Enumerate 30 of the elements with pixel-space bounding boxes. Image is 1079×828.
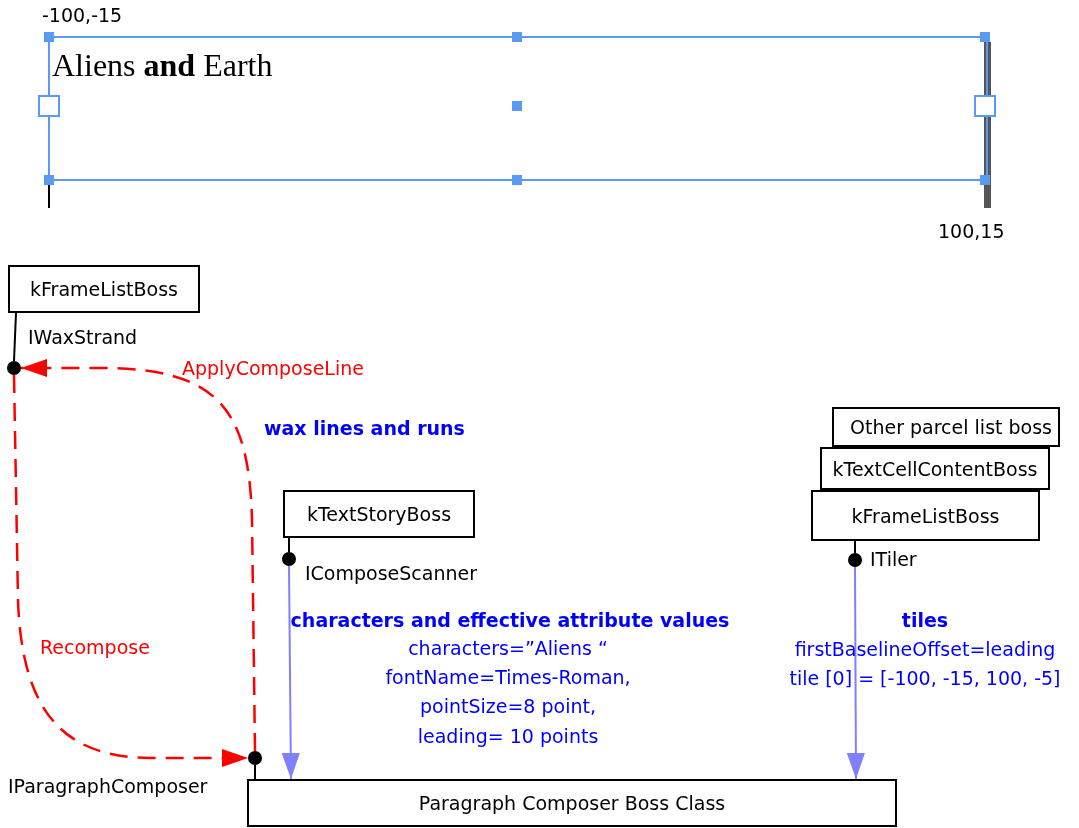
connector-line (288, 537, 290, 553)
data-label: fontName=Times-Roman, (385, 666, 631, 688)
arrow (846, 566, 865, 780)
class-box: kFrameListBoss (8, 265, 200, 313)
data-label: tile [0] = [-100, -15, 100, -5] (789, 667, 1061, 689)
connector-line (854, 540, 856, 554)
coordinate-label: 100,15 (938, 220, 1005, 242)
frame-text: Aliens and Earth (52, 47, 273, 84)
edge-label: Recompose (40, 636, 150, 658)
interface-name: IWaxStrand (28, 326, 138, 348)
interface-name: ITiler (870, 548, 917, 570)
connector-line (254, 764, 256, 780)
arrow (281, 565, 300, 780)
class-box: Paragraph Composer Boss Class (247, 779, 897, 827)
data-label: wax lines and runs (264, 417, 465, 439)
data-label: firstBaselineOffset=leading (794, 638, 1056, 660)
class-box: kFrameListBoss (811, 490, 1040, 541)
class-box: Other parcel list boss (832, 407, 1060, 447)
edge-label: tiles (901, 609, 949, 631)
connector-line (13, 312, 17, 362)
data-label: leading= 10 points (417, 725, 599, 747)
edge-label: characters and effective attribute values (290, 609, 730, 631)
class-box: kTextStoryBoss (283, 490, 475, 538)
coordinate-label: -100,-15 (42, 4, 123, 26)
edge-label: ApplyComposeLine (182, 357, 364, 379)
data-label: pointSize=8 point, (420, 695, 596, 717)
interface-name: IParagraphComposer (8, 775, 208, 797)
interface-name: IComposeScanner (305, 562, 477, 584)
class-box: kTextCellContentBoss (820, 447, 1050, 490)
data-label: characters=”Aliens “ (408, 637, 608, 659)
